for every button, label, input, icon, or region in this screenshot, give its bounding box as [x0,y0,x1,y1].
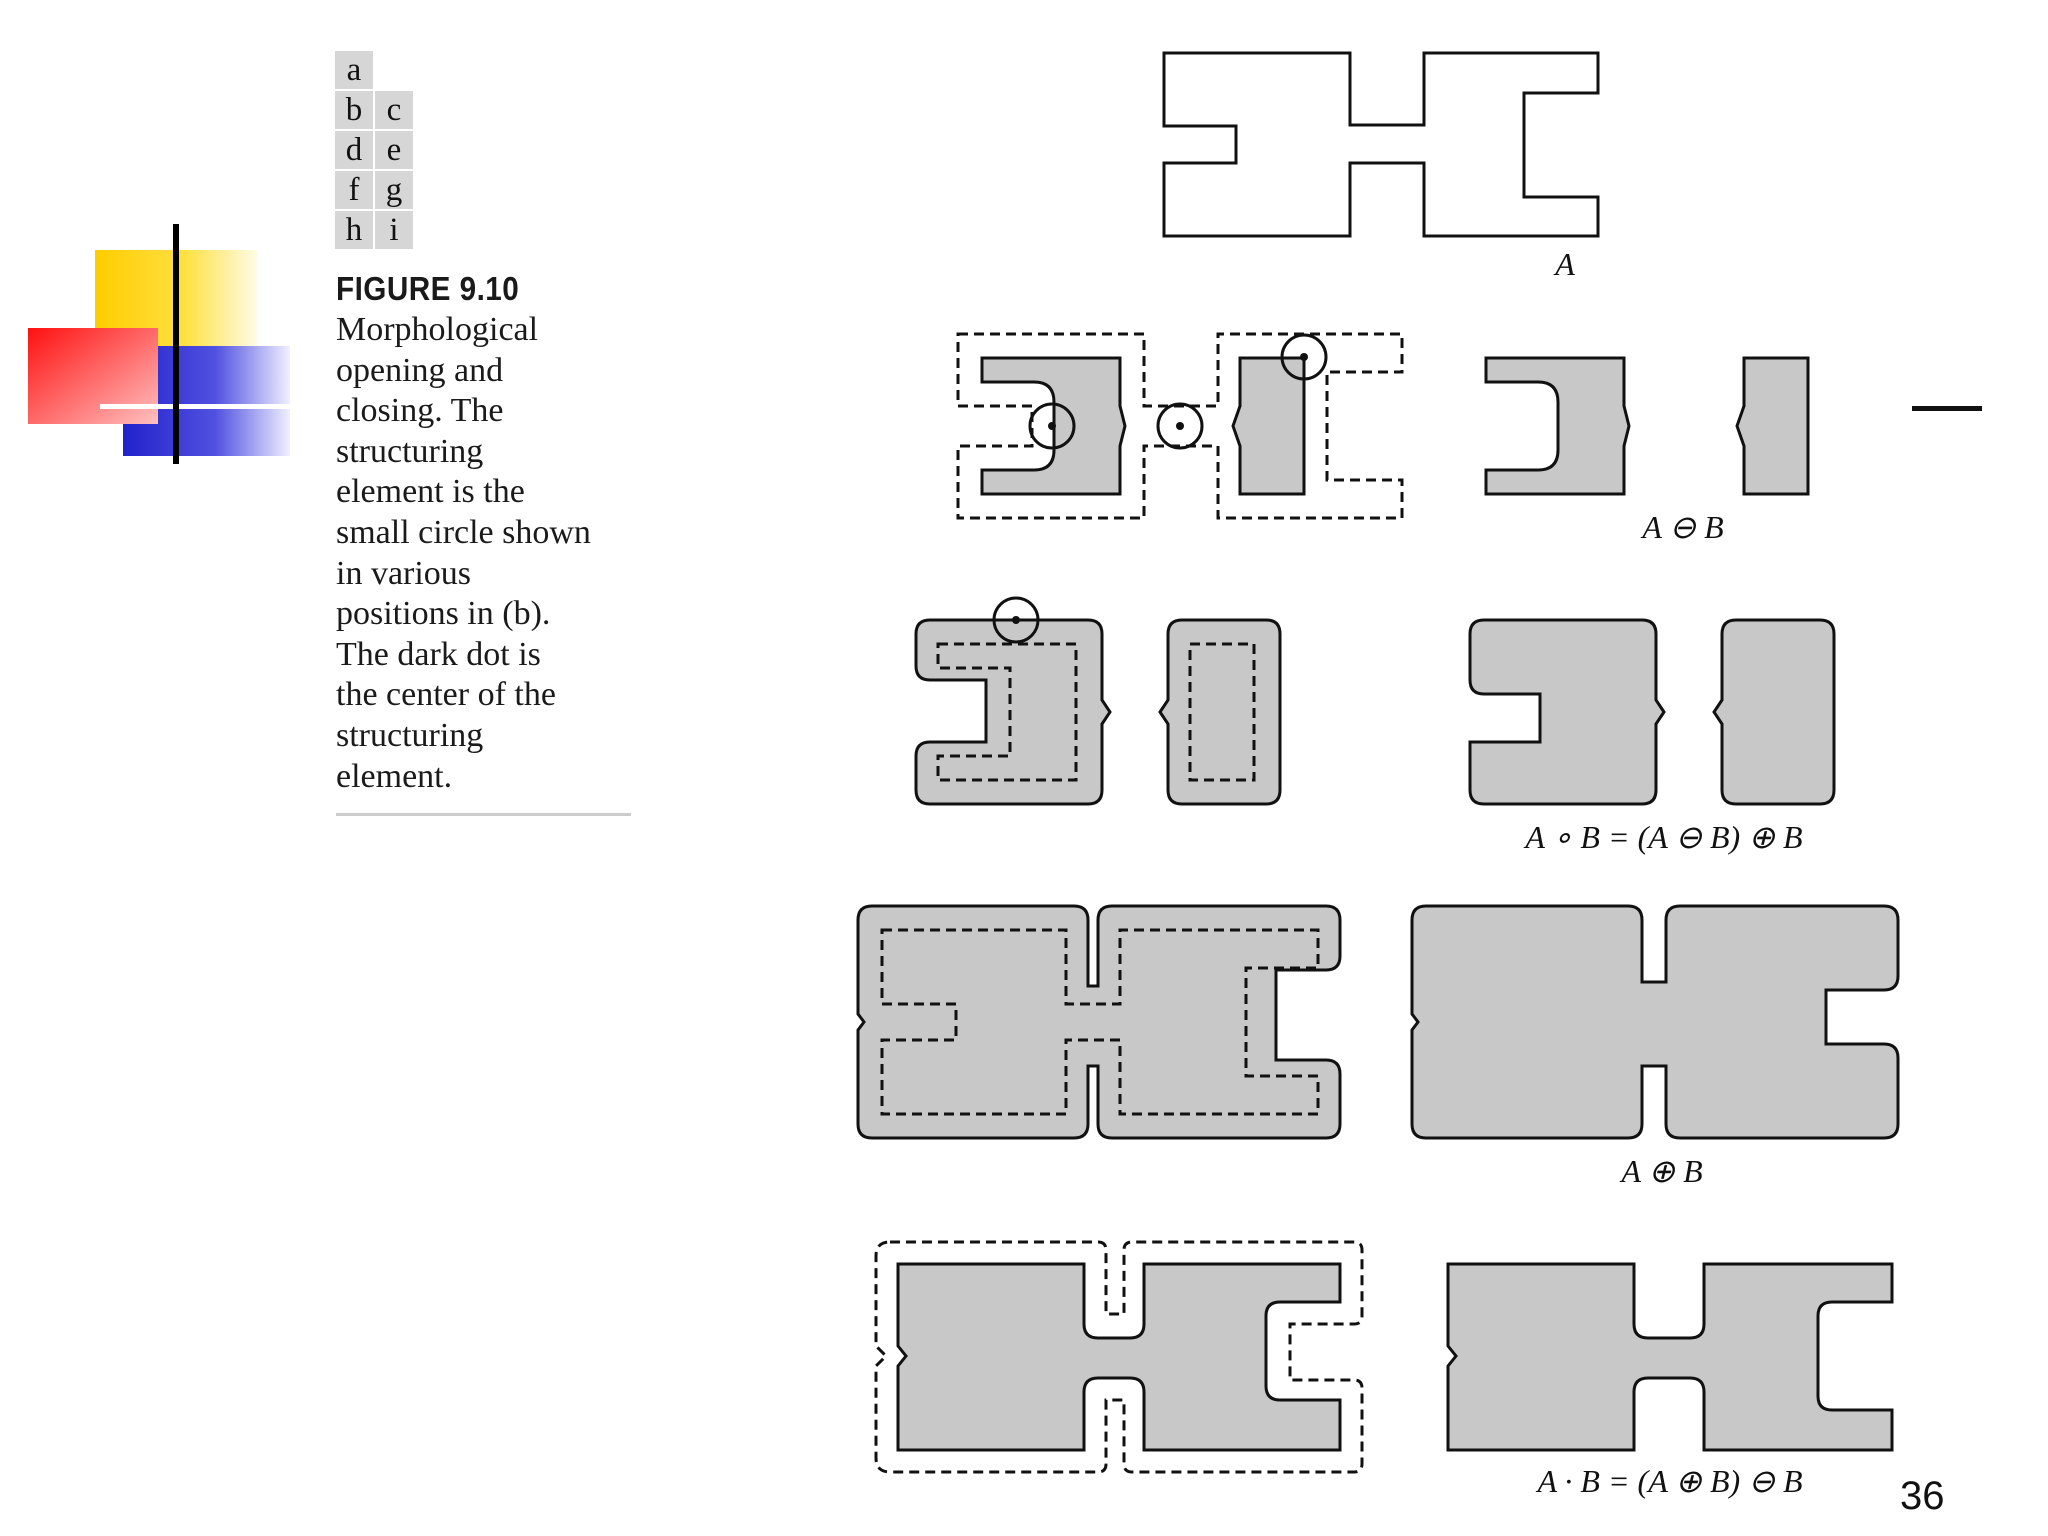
panel-letter-i: i [374,210,414,250]
panel-d-dashed-eroded-right [1188,642,1256,782]
caption-line: element. [336,757,453,795]
grid-spacer [374,50,414,90]
minus-sign-mark [1912,406,1982,411]
panel-letter-f: f [334,170,374,210]
panel-b [956,332,1404,520]
caption-line: structuring [336,432,484,470]
panel-c-eroded-right [1735,356,1810,496]
panel-h-closed [896,1262,1342,1452]
panel-e: A ∘ B = (A ⊖ B) ⊕ B [1468,618,1836,855]
label-a: A [1553,246,1575,282]
caption-line: Morphological [336,311,539,348]
panel-letter-h: h [334,210,374,250]
decorative-logo [28,224,320,464]
page-number: 36 [1900,1474,1945,1518]
panel-letter-a: a [334,50,374,90]
structuring-element-center-dot [1012,616,1020,624]
panel-c: A ⊖ B [1484,356,1982,545]
structuring-element-circle [1280,333,1328,381]
logo-vertical-bar [173,224,179,464]
panel-e-opened-left [1468,618,1666,806]
caption-line: opening and [336,351,504,389]
caption-line: small circle shown [336,513,591,551]
panel-i: A · B = (A ⊕ B) ⊖ B [1446,1262,1894,1499]
caption-line: in various [336,554,472,592]
panel-h [874,1240,1364,1474]
structuring-element-circle [1156,402,1204,450]
panel-g: A ⊕ B [1410,904,1900,1189]
panel-letter-e: e [374,130,414,170]
figure-title: FIGURE 9.10 [336,270,520,307]
logo-horizontal-bar [100,404,320,409]
caption-divider [336,813,631,816]
panel-d [914,596,1282,806]
structuring-element-circle [1028,402,1076,450]
panel-g-dilated [1410,904,1900,1140]
panel-f-dashed-outline [880,928,1320,1116]
panel-b-dashed-outline-left [956,332,1404,520]
panel-d-opened-left [914,618,1112,806]
panel-i-closed [1446,1262,1894,1452]
panel-letter-d: d [334,130,374,170]
panel-h-dashed-dilated-outline [874,1240,1364,1474]
label-c: A ⊖ B [1640,509,1723,545]
structuring-element-center-dot [1300,353,1308,361]
panel-f-dilated [856,904,1342,1140]
panel-letter-grid: a b c d e f g h i [334,50,414,250]
panel-e-opened-right [1712,618,1836,806]
label-g: A ⊕ B [1619,1153,1702,1189]
panel-f [856,904,1342,1140]
caption-line: structuring [336,716,484,754]
label-e: A ∘ B = (A ⊖ B) ⊕ B [1523,819,1802,855]
panel-letter-g: g [374,170,414,210]
figure-caption: Morphological opening and closing. The s… [336,310,636,797]
caption-line: The dark dot is [336,635,541,673]
structuring-element-circle [992,596,1040,644]
structuring-element-center-dot [1176,422,1184,430]
label-i: A · B = (A ⊕ B) ⊖ B [1535,1463,1802,1499]
panel-a-outline [1162,51,1600,238]
structuring-element-center-dot [1048,422,1056,430]
panel-letter-c: c [374,90,414,130]
panel-d-opened-right [1158,618,1282,806]
caption-line: element is the [336,473,525,511]
panel-d-dashed-eroded-left [936,642,1078,782]
caption-line: closing. The [336,392,504,430]
panel-b-eroded-left [980,356,1127,496]
panel-c-eroded-left [1484,356,1631,496]
panel-b-eroded-right [1231,356,1306,496]
caption-line: the center of the [336,676,556,714]
caption-line: positions in (b). [336,595,551,633]
panel-letter-b: b [334,90,374,130]
